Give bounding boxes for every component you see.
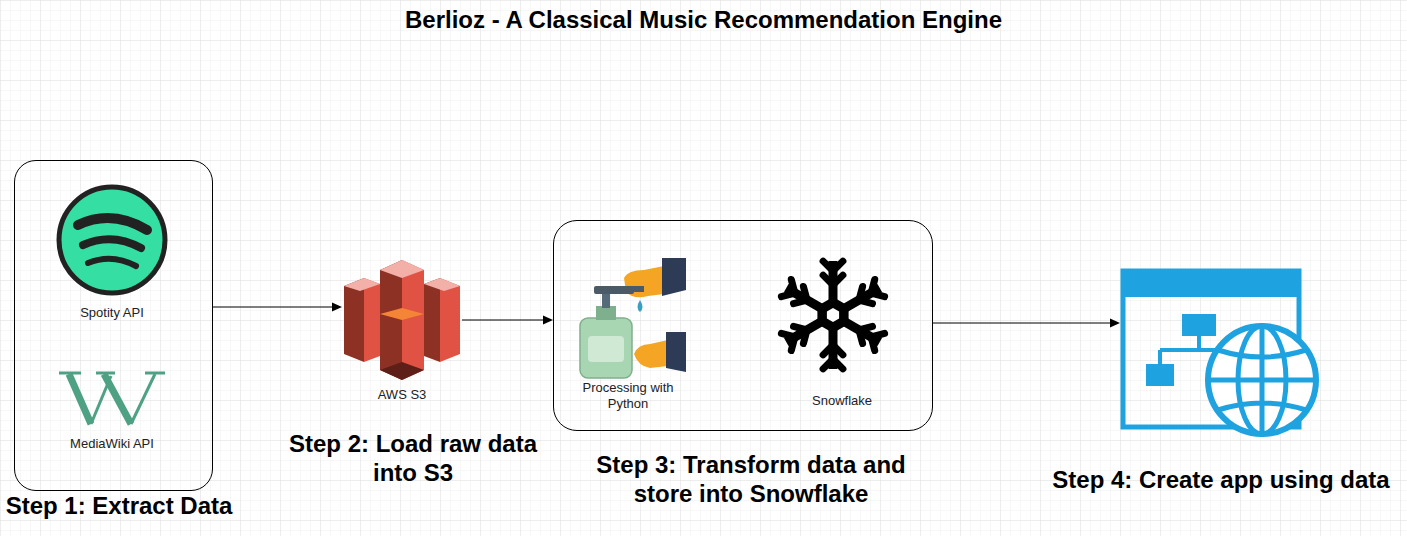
pump-stem: [602, 292, 610, 308]
connector-line: [933, 322, 1112, 323]
node-label: AWS S3: [342, 387, 462, 403]
arrow-head: [1110, 319, 1120, 328]
stage-box: Spotity APIMediaWiki APIStep 1: Extract …: [14, 160, 213, 491]
flake-branch: [859, 326, 873, 330]
arrow-head: [332, 303, 342, 312]
logo-wave: [78, 218, 147, 230]
globe: [1208, 326, 1316, 434]
sanitizer-icon: [568, 256, 688, 380]
bucket-block: [364, 278, 380, 362]
sleeve: [666, 332, 686, 372]
storage-icon: AWS S3Step 2: Load raw data into S3: [342, 258, 462, 403]
bucket-block: [380, 308, 424, 320]
flake-branch: [871, 333, 885, 337]
logo-wave: [88, 259, 136, 266]
connector-line: [213, 306, 334, 307]
bucket-block: [402, 260, 424, 380]
bottle-neck: [596, 306, 616, 320]
app-icon: [1120, 268, 1322, 442]
bucket-block: [380, 260, 424, 278]
logo-stroke: [131, 374, 155, 424]
source-icon: MediaWiki API: [47, 368, 177, 452]
flow-connector: [462, 316, 553, 325]
window-bar: [1123, 271, 1299, 297]
step-heading: Step 4: Create app using data: [1036, 465, 1406, 494]
flow-connector: [933, 319, 1120, 328]
logo-stroke: [145, 372, 165, 375]
node-label: Spotity API: [52, 305, 172, 321]
bucket-block: [344, 278, 380, 291]
wiki-icon: [47, 368, 177, 430]
s3-icon: [342, 258, 462, 382]
warehouse-icon: Snowflake: [772, 256, 912, 409]
bottle-label: [588, 336, 624, 362]
drop: [638, 300, 643, 312]
step-heading: Step 1: Extract Data: [1, 491, 237, 520]
flake-core: [817, 297, 848, 333]
flake-branch: [871, 279, 875, 293]
node-label: MediaWiki API: [47, 436, 177, 452]
flake-hole: [827, 308, 839, 322]
step-heading: Step 3: Transform data and store into Sn…: [574, 450, 928, 508]
step-heading: Step 2: Load raw data into S3: [278, 429, 548, 487]
logo-wave: [83, 239, 141, 248]
bucket-block: [424, 278, 440, 362]
flake-branch: [793, 300, 807, 304]
logo-stroke: [69, 374, 91, 424]
snowflake-icon: [772, 256, 912, 380]
stage-box: Processing with PythonSnowflakeStep 3: T…: [553, 220, 933, 431]
bottle-body: [580, 318, 632, 378]
flake-branch: [833, 359, 843, 369]
node-label: Processing with Python: [578, 380, 678, 412]
tree-box: [1146, 364, 1174, 386]
tree-box: [1182, 314, 1216, 336]
sleeve: [662, 258, 686, 296]
diagram-title: Berlioz - A Classical Music Recommendati…: [0, 5, 1407, 35]
flake-branch: [859, 286, 863, 300]
pump-nozzle: [628, 286, 644, 292]
spotify-icon: [52, 183, 172, 301]
logo-stroke: [96, 372, 115, 375]
flake-branch: [791, 337, 795, 351]
app-icon: Step 4: Create app using data: [1120, 268, 1322, 442]
flake-branch: [781, 293, 795, 297]
bucket-block: [380, 362, 424, 380]
connector-line: [462, 319, 545, 320]
source-icon: Spotity API: [52, 183, 172, 321]
globe-line: [1208, 326, 1316, 434]
flow-connector: [213, 303, 342, 312]
flake-branch: [803, 330, 807, 344]
bucket-block: [424, 278, 460, 291]
process-icon: Processing with Python: [568, 256, 688, 412]
logo-stroke: [59, 372, 81, 375]
logo-disc: [59, 187, 165, 293]
logo-stroke: [91, 376, 111, 424]
hand: [634, 340, 668, 368]
flake-branch: [823, 261, 833, 271]
bucket-block: [380, 260, 402, 380]
arrow-head: [543, 316, 553, 325]
node-label: Snowflake: [772, 393, 912, 409]
flake-branch: [833, 345, 843, 355]
flake-branch: [823, 275, 833, 285]
